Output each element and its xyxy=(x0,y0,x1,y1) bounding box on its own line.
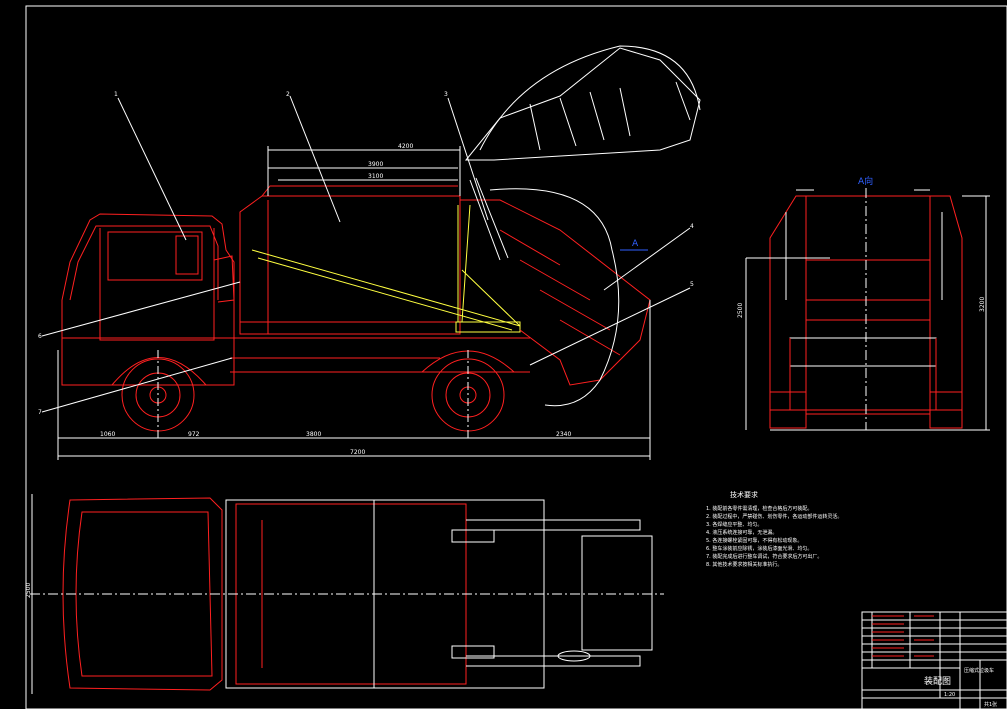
side-dimensions xyxy=(57,146,651,460)
tailgate-lower xyxy=(460,199,651,386)
part-leaders xyxy=(41,95,691,413)
part-number-2: 2 xyxy=(286,91,290,98)
section-marker-a: A xyxy=(632,239,639,249)
end-tailgate xyxy=(805,195,931,415)
top-frame-rails xyxy=(466,519,641,667)
side-view xyxy=(41,45,701,460)
top-arm-right xyxy=(451,645,495,659)
tailgate-raised xyxy=(464,47,701,161)
tech-item: 5. 各连接螺栓紧固可靠，不得有松动现象。 xyxy=(706,537,802,544)
tech-item: 2. 装配过程中，严禁碰伤、划伤零件，各运动部件运转灵活。 xyxy=(706,513,842,520)
part-number-4: 4 xyxy=(690,223,694,230)
tech-item: 8. 其他技术要求按相关标准执行。 xyxy=(706,561,782,568)
tech-item: 3. 各焊缝应平整、均匀。 xyxy=(706,521,762,528)
tailgate-ribs xyxy=(499,229,621,356)
end-wheels xyxy=(769,391,963,429)
mirror xyxy=(213,255,235,303)
tailgate-arc xyxy=(489,188,620,407)
tech-item: 1. 装配前各零件需清理，检查合格后方可装配。 xyxy=(706,505,812,512)
part-number-5: 5 xyxy=(690,281,694,288)
tech-item: 6. 整车涂装前应除锈，涂装后漆面光滑、均匀。 xyxy=(706,545,812,552)
title-block xyxy=(861,611,1007,709)
dim-inner-2: 3100 xyxy=(368,173,383,180)
cab-door xyxy=(99,228,215,341)
dim-wheelbase: 3800 xyxy=(306,431,321,438)
end-lower-box xyxy=(789,337,937,367)
lift-cylinder xyxy=(469,81,691,261)
tech-item: 4. 液压系统连接可靠，无泄漏。 xyxy=(706,529,777,536)
end-inner-lines xyxy=(789,259,937,410)
title-sheet: 共1张 xyxy=(984,701,997,708)
title-scale: 1:20 xyxy=(944,692,955,698)
tech-title: 技术要求 xyxy=(730,490,758,499)
dim-end-width: 2500 xyxy=(737,303,744,318)
top-hinge xyxy=(557,650,591,662)
dim-rear-overhang: 2340 xyxy=(556,431,571,438)
view-label-a: A向 xyxy=(858,175,873,187)
dim-cab: 972 xyxy=(188,431,200,438)
top-cab xyxy=(62,497,223,691)
ejector-arm xyxy=(251,204,521,333)
cab-inner xyxy=(69,225,219,301)
cab-door-window xyxy=(175,235,199,275)
dim-end-height: 3200 xyxy=(979,297,986,312)
drawing-frame xyxy=(25,5,1007,709)
dim-overall-length: 7200 xyxy=(350,449,365,456)
title-product-name: 压缩式垃圾车 xyxy=(964,667,994,674)
part-number-6: 6 xyxy=(38,333,42,340)
top-tailgate xyxy=(581,535,653,651)
body-box xyxy=(239,195,461,335)
title-drawing-name: 装配图 xyxy=(924,675,951,687)
raised-arc xyxy=(479,45,701,151)
body-top-rail xyxy=(261,185,458,197)
tailgate-raised-ribs xyxy=(529,87,631,151)
part-number-3: 3 xyxy=(444,91,448,98)
part-number-1: 1 xyxy=(114,91,118,98)
cab-outline xyxy=(61,213,235,386)
top-cab-inner xyxy=(75,511,213,677)
dim-body-top: 4200 xyxy=(398,143,413,150)
part-number-7: 7 xyxy=(38,409,42,416)
top-dimensions xyxy=(31,494,375,694)
tech-requirements: 技术要求 1. 装配前各零件需清理，检查合格后方可装配。 2. 装配过程中，严禁… xyxy=(706,490,842,568)
cab-window xyxy=(107,231,203,281)
top-arm-left xyxy=(451,529,495,543)
dim-top-width: 2500 xyxy=(25,583,32,598)
tech-item: 7. 装配完成后进行整车调试，符合要求后方可出厂。 xyxy=(706,553,822,560)
end-dimensions xyxy=(745,195,990,431)
end-cylinders xyxy=(785,189,943,300)
top-view xyxy=(30,494,664,694)
dim-front-overhang: 1060 xyxy=(100,431,115,438)
wheel-arches xyxy=(111,350,515,386)
dim-inner-1: 3900 xyxy=(368,161,383,168)
end-view xyxy=(745,188,990,431)
